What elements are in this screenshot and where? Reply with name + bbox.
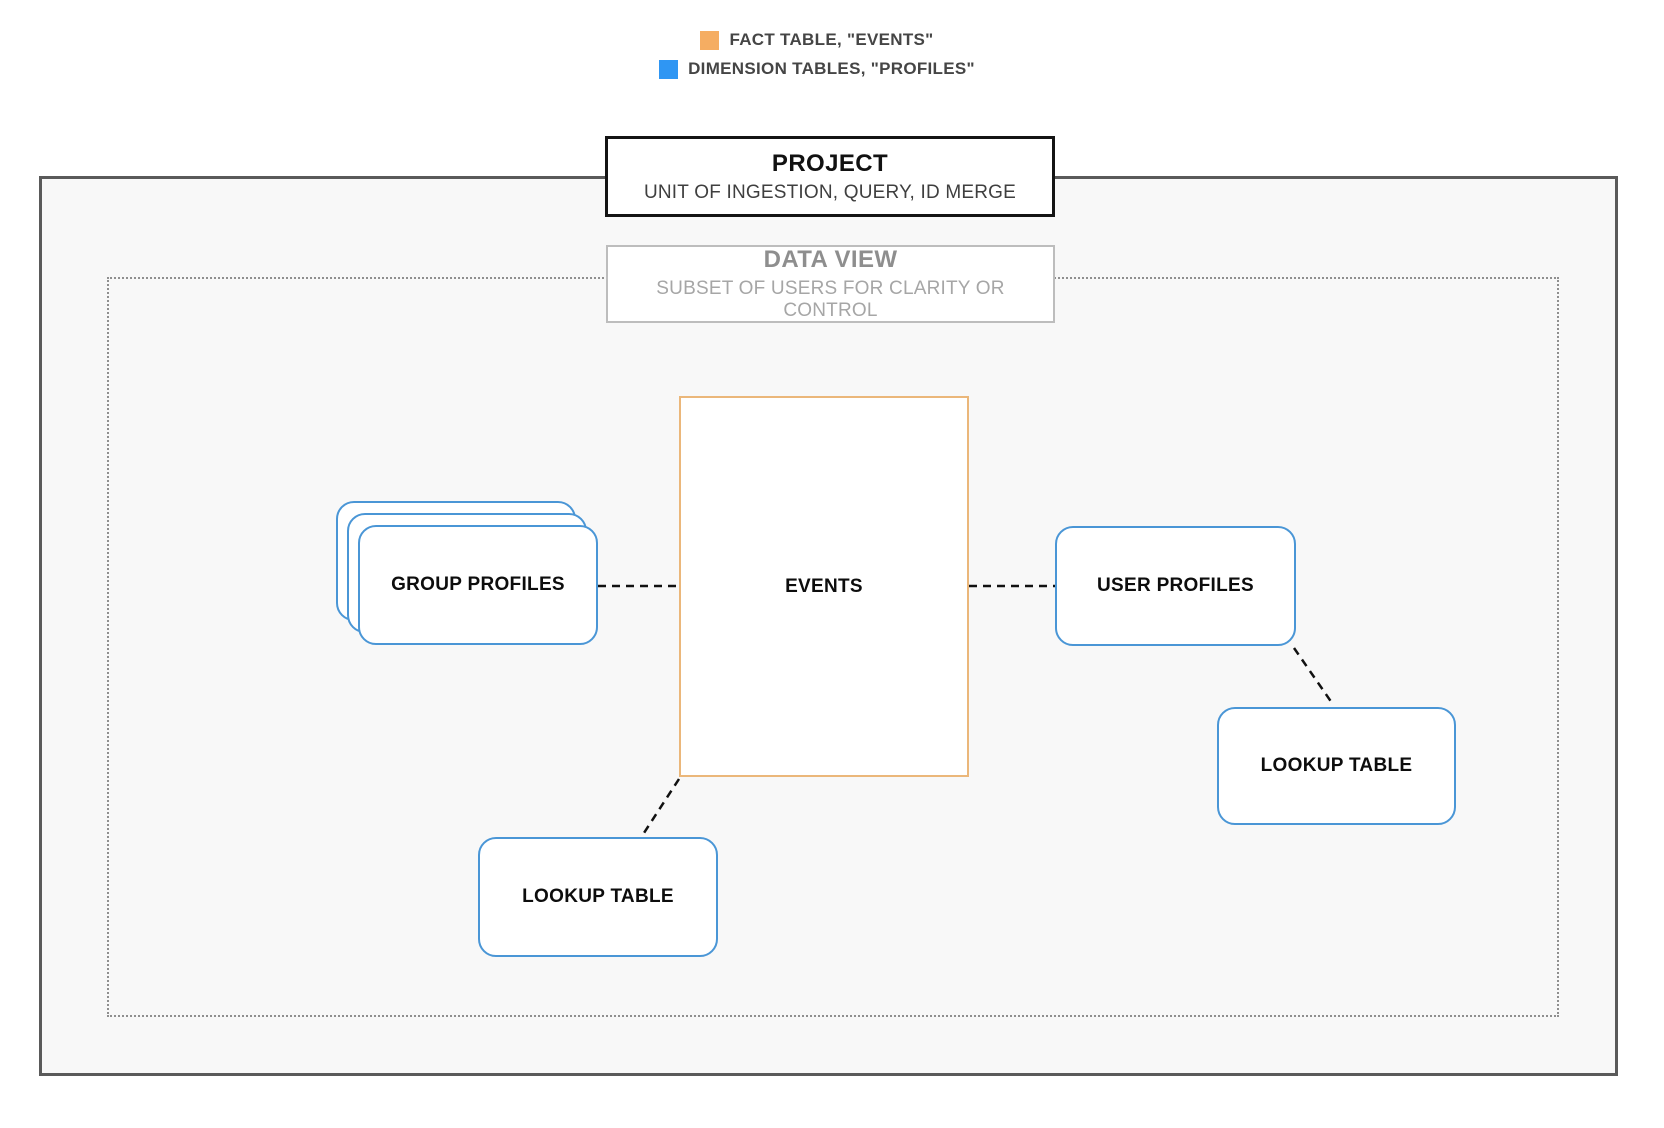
project-subtitle: UNIT OF INGESTION, QUERY, ID MERGE <box>643 181 1017 203</box>
node-group-profiles-label: GROUP PROFILES <box>391 574 565 595</box>
project-label-box: PROJECT UNIT OF INGESTION, QUERY, ID MER… <box>605 136 1055 217</box>
node-events: EVENTS <box>679 396 969 777</box>
data-view-title: DATA VIEW <box>763 246 898 273</box>
node-events-label: EVENTS <box>785 575 863 597</box>
legend-item-fact-table: FACT TABLE, "EVENTS" <box>700 30 933 50</box>
group-profiles-card-front: GROUP PROFILES <box>358 525 598 645</box>
legend-label-fact-table: FACT TABLE, "EVENTS" <box>729 30 934 49</box>
node-lookup-table-right-label: LOOKUP TABLE <box>1260 755 1413 776</box>
node-user-profiles-label: USER PROFILES <box>1097 575 1254 596</box>
legend-label-dimension-tables: DIMENSION TABLES, "PROFILES" <box>688 59 975 78</box>
node-user-profiles: USER PROFILES <box>1055 526 1296 646</box>
dimension-tables-swatch-icon <box>659 59 679 79</box>
node-lookup-table-right: LOOKUP TABLE <box>1217 707 1456 825</box>
node-lookup-table-bottom-label: LOOKUP TABLE <box>522 886 674 907</box>
legend-item-dimension-tables: DIMENSION TABLES, "PROFILES" <box>659 59 975 79</box>
fact-table-swatch-icon <box>700 30 720 50</box>
node-group-profiles: GROUP PROFILES <box>336 501 599 646</box>
legend: FACT TABLE, "EVENTS" DIMENSION TABLES, "… <box>417 30 1217 79</box>
data-view-label-box: DATA VIEW SUBSET OF USERS FOR CLARITY OR… <box>606 245 1055 323</box>
data-view-subtitle: SUBSET OF USERS FOR CLARITY OR CONTROL <box>656 278 1005 321</box>
project-title: PROJECT <box>771 149 889 177</box>
node-lookup-table-bottom: LOOKUP TABLE <box>478 837 718 957</box>
